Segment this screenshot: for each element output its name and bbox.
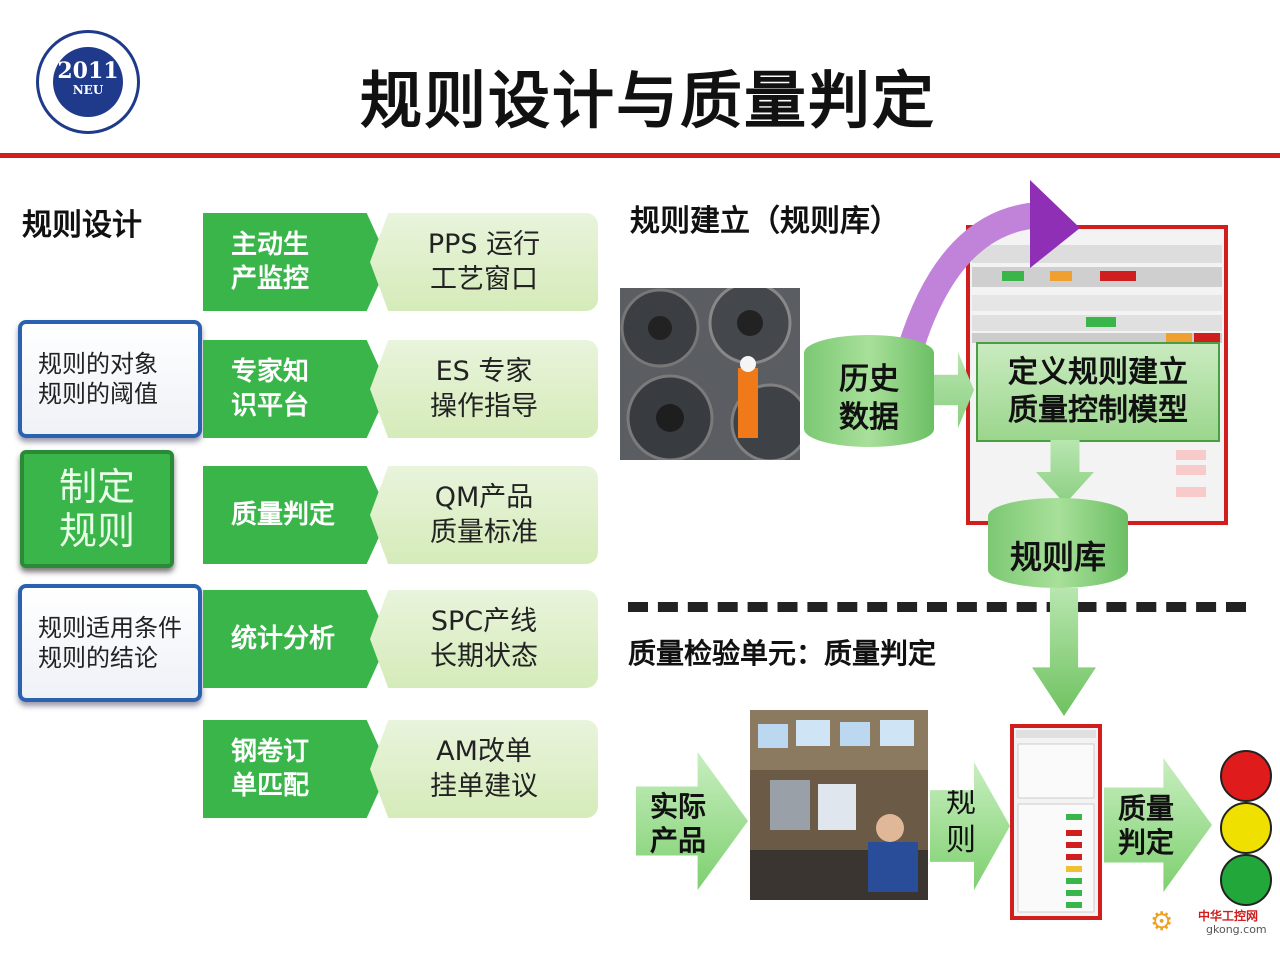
row-label-monitor: 主动生 产监控 <box>203 213 389 311</box>
green-light-icon <box>1220 854 1272 906</box>
make-rule-box: 制定 规则 <box>20 450 174 568</box>
row-detail-am: AM改单 挂单建议 <box>370 720 598 818</box>
quality-judge-arrow: 质量 判定 <box>1104 758 1212 892</box>
steel-coils-image <box>620 288 800 460</box>
row-detail-spc: SPC产线 长期状态 <box>370 590 598 688</box>
quality-unit-heading: 质量检验单元：质量判定 <box>628 637 937 670</box>
watermark: ⚙ 中华工控网 gkong.com <box>1150 907 1267 937</box>
yellow-light-icon <box>1220 802 1272 854</box>
control-room-photo <box>750 710 928 900</box>
curved-arrow-icon <box>897 180 1080 354</box>
control-room-image <box>750 710 928 900</box>
rule-condition-box: 规则适用条件 规则的结论 <box>18 584 202 702</box>
row-label-quality: 质量判定 <box>203 466 389 564</box>
row-label-order: 钢卷订 单匹配 <box>203 720 389 818</box>
section-divider <box>628 602 1246 612</box>
rule-object-box: 规则的对象 规则的阈值 <box>18 320 202 438</box>
university-logo: 2011 NEU <box>36 30 140 134</box>
traffic-light <box>1220 750 1276 926</box>
row-detail-es: ES 专家 操作指导 <box>370 340 598 438</box>
rule-result-screenshot <box>1010 724 1102 920</box>
actual-product-arrow: 实际 产品 <box>636 752 748 890</box>
page-title: 规则设计与质量判定 <box>360 64 937 137</box>
history-data-cylinder: 历史 数据 <box>804 335 934 447</box>
title-divider <box>0 153 1280 158</box>
define-rule-box: 定义规则建立 质量控制模型 <box>976 342 1220 442</box>
feedback-window-image <box>972 245 1222 497</box>
row-label-stats: 统计分析 <box>203 590 389 688</box>
steel-coils-photo <box>620 288 800 460</box>
row-detail-pps: PPS 运行 工艺窗口 <box>370 213 598 311</box>
red-light-icon <box>1220 750 1272 802</box>
rulebase-cylinder: 规则库 <box>988 498 1128 588</box>
rule-result-table-image <box>1016 730 1096 913</box>
rule-arrow: 规 则 <box>930 762 1010 890</box>
rule-build-heading: 规则建立（规则库） <box>630 204 900 239</box>
rule-design-heading: 规则设计 <box>22 208 142 243</box>
gear-icon: ⚙ <box>1150 907 1174 937</box>
row-label-expert: 专家知 识平台 <box>203 340 389 438</box>
row-detail-qm: QM产品 质量标准 <box>370 466 598 564</box>
